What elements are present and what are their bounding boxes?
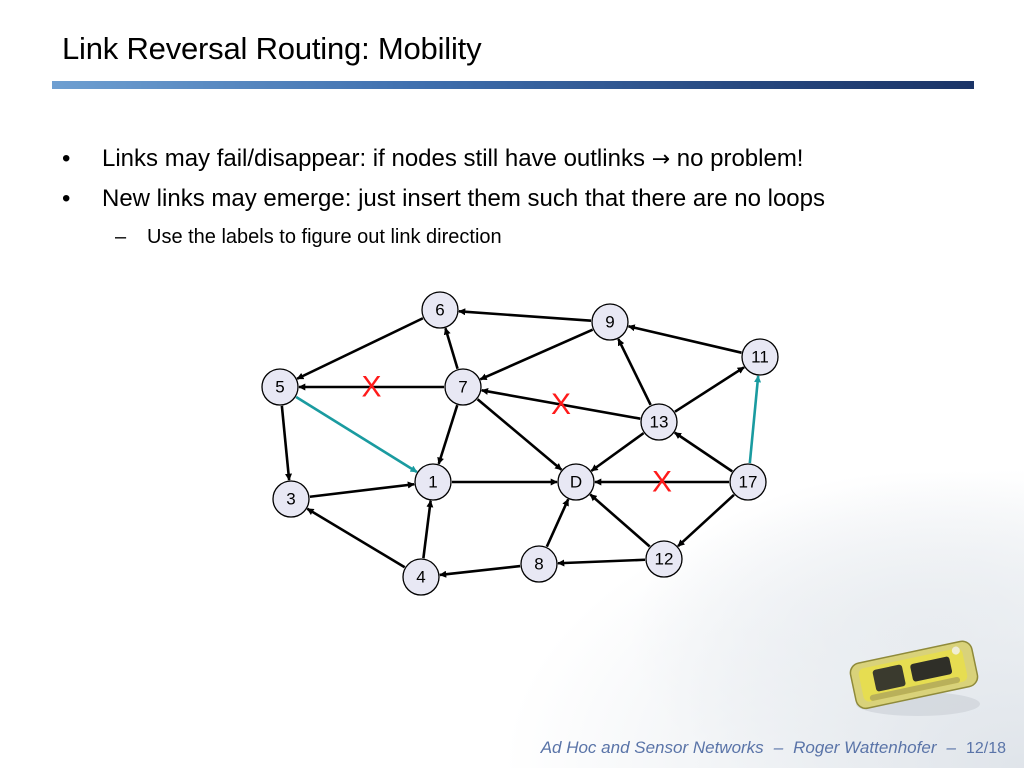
graph-node-11: 11 <box>741 338 779 376</box>
node-label: 5 <box>275 378 284 397</box>
link-n11-n9 <box>627 324 742 354</box>
link-n5-n3 <box>280 405 293 481</box>
node-circle <box>414 463 452 501</box>
node-circle <box>645 540 683 578</box>
node-circle <box>557 463 595 501</box>
node-label: 8 <box>534 555 543 574</box>
node-circle <box>591 303 629 341</box>
link-n13-n11 <box>674 366 745 413</box>
node-label: 7 <box>458 378 467 397</box>
graph-node-3: 3 <box>272 480 310 518</box>
bullet-mark: • <box>62 185 71 212</box>
link-n12-n8 <box>557 558 646 567</box>
graph-node-7: 7 <box>444 368 482 406</box>
graph-node-D: D <box>557 463 595 501</box>
sub-bullet-item: – Use the labels to figure out link dire… <box>115 226 502 249</box>
sensor-node-device-image <box>849 640 980 716</box>
link-n4-n1 <box>422 500 434 559</box>
link-n4-n3 <box>306 507 406 569</box>
link-n7-n1 <box>437 404 459 465</box>
bullet-item: • Links may fail/disappear: if nodes sti… <box>62 145 804 173</box>
graph-node-13: 13 <box>640 403 678 441</box>
node-label: 6 <box>435 301 444 320</box>
link-n8-n4 <box>439 564 521 578</box>
node-layer: 6 9 11 5 7 13 1 D 17 3 4 8 12 <box>261 291 779 596</box>
new-link-n5-n1 <box>295 395 418 474</box>
bullet-text: New links may emerge: just insert them s… <box>102 185 825 212</box>
sub-bullet-mark: – <box>115 226 127 248</box>
failed-link-mark-nD-n17: X <box>652 466 672 499</box>
link-n9-n6 <box>458 308 592 322</box>
page-number: 12/18 <box>965 740 1006 757</box>
link-n13-n9 <box>617 338 652 406</box>
graph-node-8: 8 <box>520 545 558 583</box>
link-n9-n7 <box>479 328 594 381</box>
sub-bullet-text: Use the labels to figure out link direct… <box>147 226 502 248</box>
node-circle <box>261 368 299 406</box>
bullet-text: Links may fail/disappear: if nodes still… <box>102 145 645 172</box>
footer-separator: – <box>946 738 956 757</box>
link-n13-nD <box>590 432 645 472</box>
link-n7-n6 <box>443 327 459 370</box>
node-label: 17 <box>739 473 758 492</box>
graph-node-5: 5 <box>261 368 299 406</box>
bullet-item: • New links may emerge: just insert them… <box>62 185 825 213</box>
node-circle <box>444 368 482 406</box>
node-circle <box>421 291 459 329</box>
node-circle <box>402 558 440 596</box>
node-circle <box>520 545 558 583</box>
link-n12-nD <box>589 493 651 548</box>
footer: Ad Hoc and Sensor Networks–Roger Wattenh… <box>541 738 1006 758</box>
graph-node-17: 17 <box>729 463 767 501</box>
link-n17-n13 <box>674 431 733 473</box>
failed-link-mark-n7-n13: X <box>551 388 571 421</box>
right-arrow-icon: → <box>651 147 671 172</box>
footer-separator: – <box>773 738 784 757</box>
node-label: 1 <box>428 473 437 492</box>
link-n6-n5 <box>296 317 424 380</box>
node-circle <box>640 403 678 441</box>
graph-node-6: 6 <box>421 291 459 329</box>
bullet-text-continuation: no problem! <box>676 145 804 172</box>
graph-node-12: 12 <box>645 540 683 578</box>
node-label: 9 <box>605 313 614 332</box>
node-circle <box>729 463 767 501</box>
link-n3-n1 <box>309 481 415 499</box>
link-n8-nD <box>545 498 570 548</box>
failed-link-mark-n5-n7: X <box>361 371 381 404</box>
new-link-n17-n11 <box>748 375 762 464</box>
node-label: 11 <box>751 348 769 367</box>
node-circle <box>272 480 310 518</box>
node-label: 4 <box>416 568 425 587</box>
node-label: 13 <box>650 413 669 432</box>
node-circle <box>741 338 779 376</box>
footer-course: Ad Hoc and Sensor Networks <box>540 738 764 757</box>
title-underline-bar <box>52 81 974 89</box>
link-n17-n12 <box>677 493 735 548</box>
node-label: D <box>570 473 582 492</box>
graph-node-1: 1 <box>414 463 452 501</box>
footer-author: Roger Wattenhofer <box>793 738 937 757</box>
graph-node-4: 4 <box>402 558 440 596</box>
edge-layer <box>280 308 762 578</box>
bullet-mark: • <box>62 145 71 172</box>
node-label: 3 <box>286 490 295 509</box>
link-n7-nD <box>476 398 563 471</box>
graph-node-9: 9 <box>591 303 629 341</box>
slide-title: Link Reversal Routing: Mobility <box>62 31 482 66</box>
link-n13-n7 <box>481 388 641 420</box>
node-label: 12 <box>655 550 674 569</box>
failed-link-marks: X X X <box>361 371 672 499</box>
